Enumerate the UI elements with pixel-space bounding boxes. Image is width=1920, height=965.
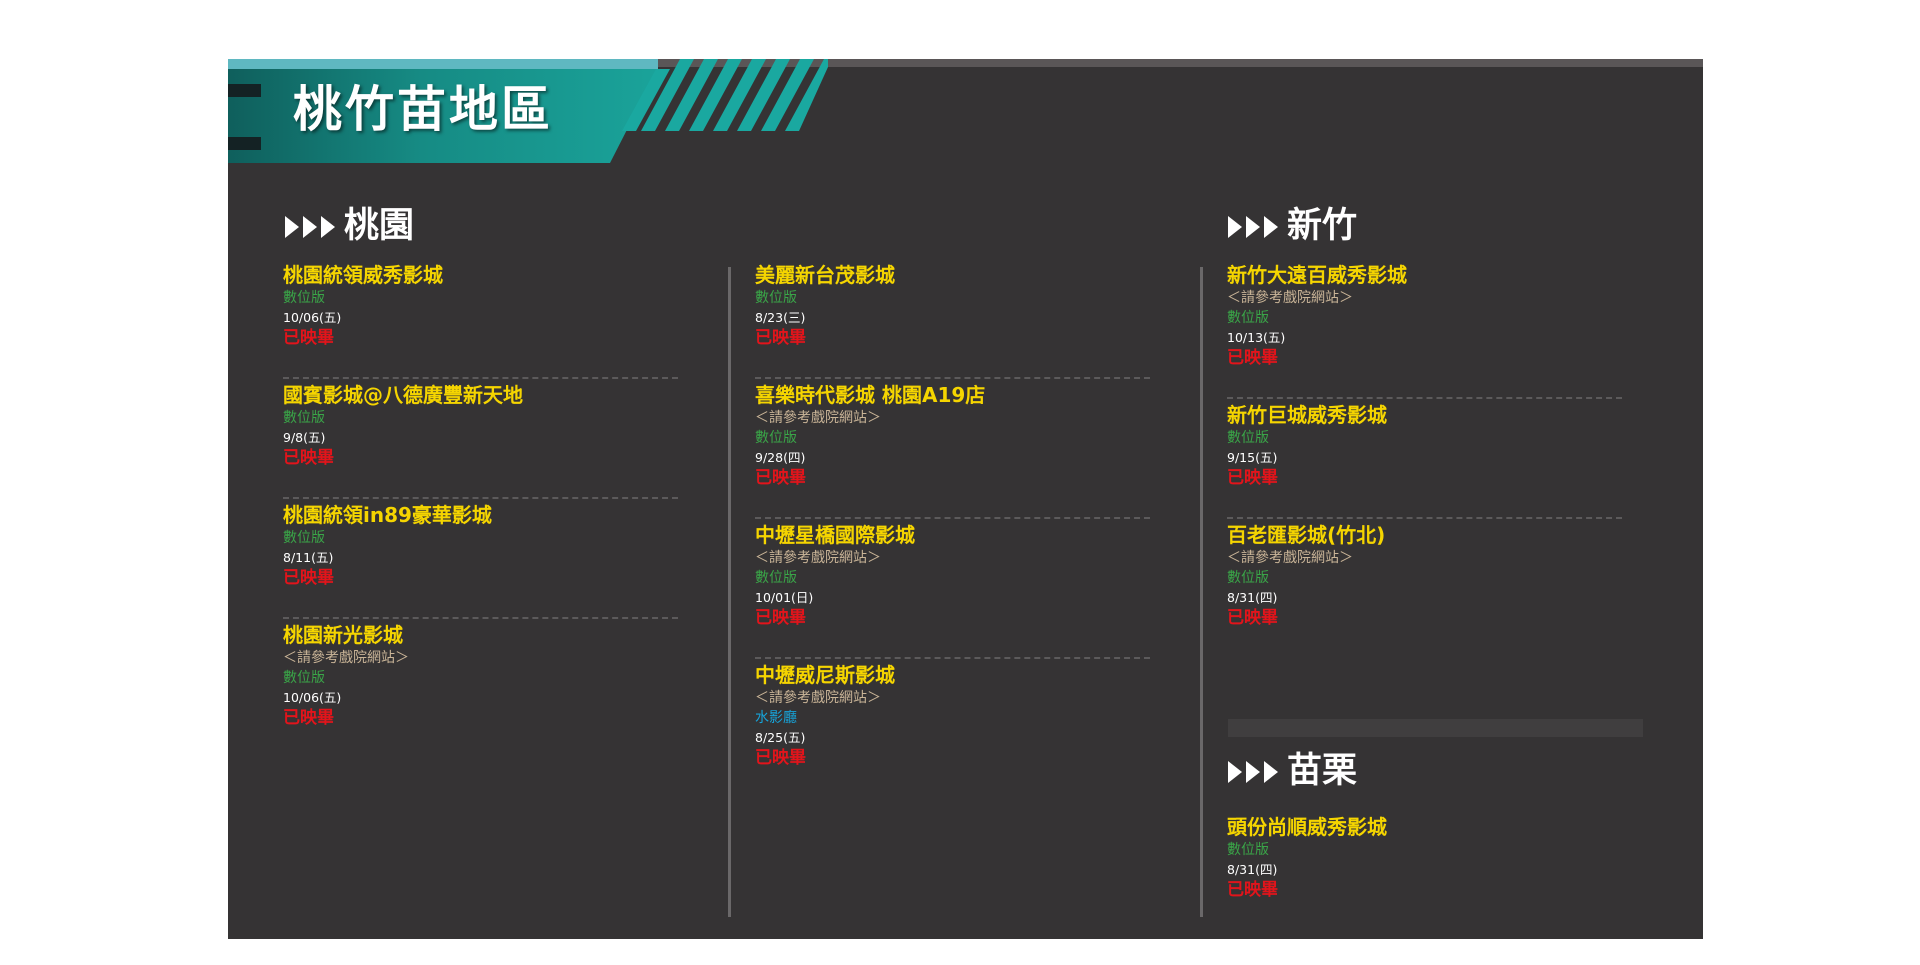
cinema-entry: 頭份尚順威秀影城 數位版 8/31(四) 已映畢 — [1227, 814, 1622, 900]
section-header-miaoli: 苗栗 — [1228, 754, 1357, 789]
cinema-format: 數位版 — [1227, 310, 1269, 326]
cinema-entry: 新竹大遠百威秀影城 ＜請參考戲院網站＞ 數位版 10/13(五) 已映畢 — [1227, 262, 1622, 368]
entry-separator — [755, 657, 1150, 659]
triple-arrow-icon — [285, 215, 335, 238]
cinema-format: 數位版 — [755, 570, 797, 586]
cinema-date: 9/8(五) — [283, 430, 326, 445]
cinema-format: 數位版 — [283, 530, 325, 546]
cinema-status: 已映畢 — [755, 468, 806, 488]
cinema-date: 10/06(五) — [283, 310, 342, 325]
region-panel: 桃竹苗地區 桃園 新竹 苗栗 桃園統領威秀影城 數位版 10/06(五) 已映畢… — [228, 59, 1703, 939]
cinema-status: 已映畢 — [1227, 468, 1278, 488]
entry-separator — [283, 377, 678, 379]
banner-graphic — [228, 59, 828, 163]
section-title-hsinchu: 新竹 — [1287, 206, 1358, 246]
cinema-status: 已映畢 — [755, 748, 806, 768]
cinema-status: 已映畢 — [283, 328, 334, 348]
cinema-status: 已映畢 — [755, 608, 806, 628]
region-banner: 桃竹苗地區 — [228, 59, 828, 163]
cinema-name[interactable]: 中壢威尼斯影城 — [755, 663, 895, 687]
cinema-name[interactable]: 喜樂時代影城 桃園A19店 — [755, 383, 986, 407]
section-header-taoyuan: 桃園 — [285, 209, 414, 244]
triple-arrow-icon — [1228, 760, 1278, 783]
entry-separator — [283, 617, 678, 619]
cinema-note: ＜請參考戲院網站＞ — [283, 650, 409, 666]
cinema-format: 數位版 — [1227, 570, 1269, 586]
cinema-date: 10/01(日) — [755, 590, 814, 605]
cinema-name[interactable]: 新竹大遠百威秀影城 — [1227, 263, 1407, 287]
cinema-date: 8/31(四) — [1227, 862, 1278, 877]
cinema-status: 已映畢 — [283, 448, 334, 468]
region-title: 桃竹苗地區 — [293, 81, 554, 138]
cinema-entry: 新竹巨城威秀影城 數位版 9/15(五) 已映畢 — [1227, 402, 1622, 488]
cinema-entry: 中壢星橋國際影城 ＜請參考戲院網站＞ 數位版 10/01(日) 已映畢 — [755, 522, 1150, 628]
cinema-name[interactable]: 桃園統領in89豪華影城 — [283, 503, 492, 527]
section-header-hsinchu: 新竹 — [1228, 209, 1357, 244]
cinema-entry: 桃園統領威秀影城 數位版 10/06(五) 已映畢 — [283, 262, 678, 348]
cinema-format: 數位版 — [1227, 842, 1269, 858]
cinema-format: 數位版 — [1227, 430, 1269, 446]
cinema-format: 數位版 — [283, 290, 325, 306]
cinema-format: 數位版 — [283, 410, 325, 426]
entry-separator — [1227, 397, 1622, 399]
cinema-status: 已映畢 — [755, 328, 806, 348]
cinema-entry: 中壢威尼斯影城 ＜請參考戲院網站＞ 水影廳 8/25(五) 已映畢 — [755, 662, 1150, 768]
entry-separator — [755, 377, 1150, 379]
cinema-name[interactable]: 美麗新台茂影城 — [755, 263, 895, 287]
cinema-name[interactable]: 頭份尚順威秀影城 — [1227, 815, 1387, 839]
triple-arrow-icon — [1228, 215, 1278, 238]
cinema-note: ＜請參考戲院網站＞ — [1227, 290, 1353, 306]
section-divider-bar — [1228, 719, 1643, 737]
cinema-status: 已映畢 — [283, 708, 334, 728]
entry-separator — [755, 517, 1150, 519]
cinema-format: 水影廳 — [755, 710, 797, 726]
cinema-date: 9/15(五) — [1227, 450, 1278, 465]
cinema-note: ＜請參考戲院網站＞ — [755, 690, 881, 706]
cinema-format: 數位版 — [755, 290, 797, 306]
cinema-format: 數位版 — [283, 670, 325, 686]
cinema-entry: 百老匯影城(竹北) ＜請參考戲院網站＞ 數位版 8/31(四) 已映畢 — [1227, 522, 1622, 628]
cinema-note: ＜請參考戲院網站＞ — [755, 550, 881, 566]
cinema-name[interactable]: 桃園新光影城 — [283, 623, 403, 647]
cinema-entry: 美麗新台茂影城 數位版 8/23(三) 已映畢 — [755, 262, 1150, 348]
section-title-miaoli: 苗栗 — [1287, 751, 1358, 791]
cinema-name[interactable]: 新竹巨城威秀影城 — [1227, 403, 1387, 427]
cinema-date: 8/23(三) — [755, 310, 806, 325]
cinema-name[interactable]: 中壢星橋國際影城 — [755, 523, 915, 547]
cinema-status: 已映畢 — [1227, 348, 1278, 368]
top-strip — [228, 59, 1703, 67]
column-divider — [1200, 267, 1203, 917]
cinema-status: 已映畢 — [1227, 608, 1278, 628]
cinema-note: ＜請參考戲院網站＞ — [1227, 550, 1353, 566]
cinema-note: ＜請參考戲院網站＞ — [755, 410, 881, 426]
cinema-name[interactable]: 國賓影城@八德廣豐新天地 — [283, 383, 523, 407]
cinema-entry: 桃園新光影城 ＜請參考戲院網站＞ 數位版 10/06(五) 已映畢 — [283, 622, 678, 728]
cinema-status: 已映畢 — [283, 568, 334, 588]
entry-separator — [283, 497, 678, 499]
cinema-date: 10/06(五) — [283, 690, 342, 705]
cinema-date: 8/25(五) — [755, 730, 806, 745]
section-title-taoyuan: 桃園 — [344, 206, 415, 246]
cinema-entry: 喜樂時代影城 桃園A19店 ＜請參考戲院網站＞ 數位版 9/28(四) 已映畢 — [755, 382, 1150, 488]
cinema-entry: 國賓影城@八德廣豐新天地 數位版 9/8(五) 已映畢 — [283, 382, 678, 468]
cinema-status: 已映畢 — [1227, 880, 1278, 900]
cinema-date: 8/31(四) — [1227, 590, 1278, 605]
cinema-format: 數位版 — [755, 430, 797, 446]
column-divider — [728, 267, 731, 917]
cinema-date: 10/13(五) — [1227, 330, 1286, 345]
cinema-name[interactable]: 百老匯影城(竹北) — [1227, 523, 1386, 547]
cinema-name[interactable]: 桃園統領威秀影城 — [283, 263, 443, 287]
entry-separator — [1227, 517, 1622, 519]
cinema-date: 8/11(五) — [283, 550, 334, 565]
cinema-date: 9/28(四) — [755, 450, 806, 465]
cinema-entry: 桃園統領in89豪華影城 數位版 8/11(五) 已映畢 — [283, 502, 678, 588]
